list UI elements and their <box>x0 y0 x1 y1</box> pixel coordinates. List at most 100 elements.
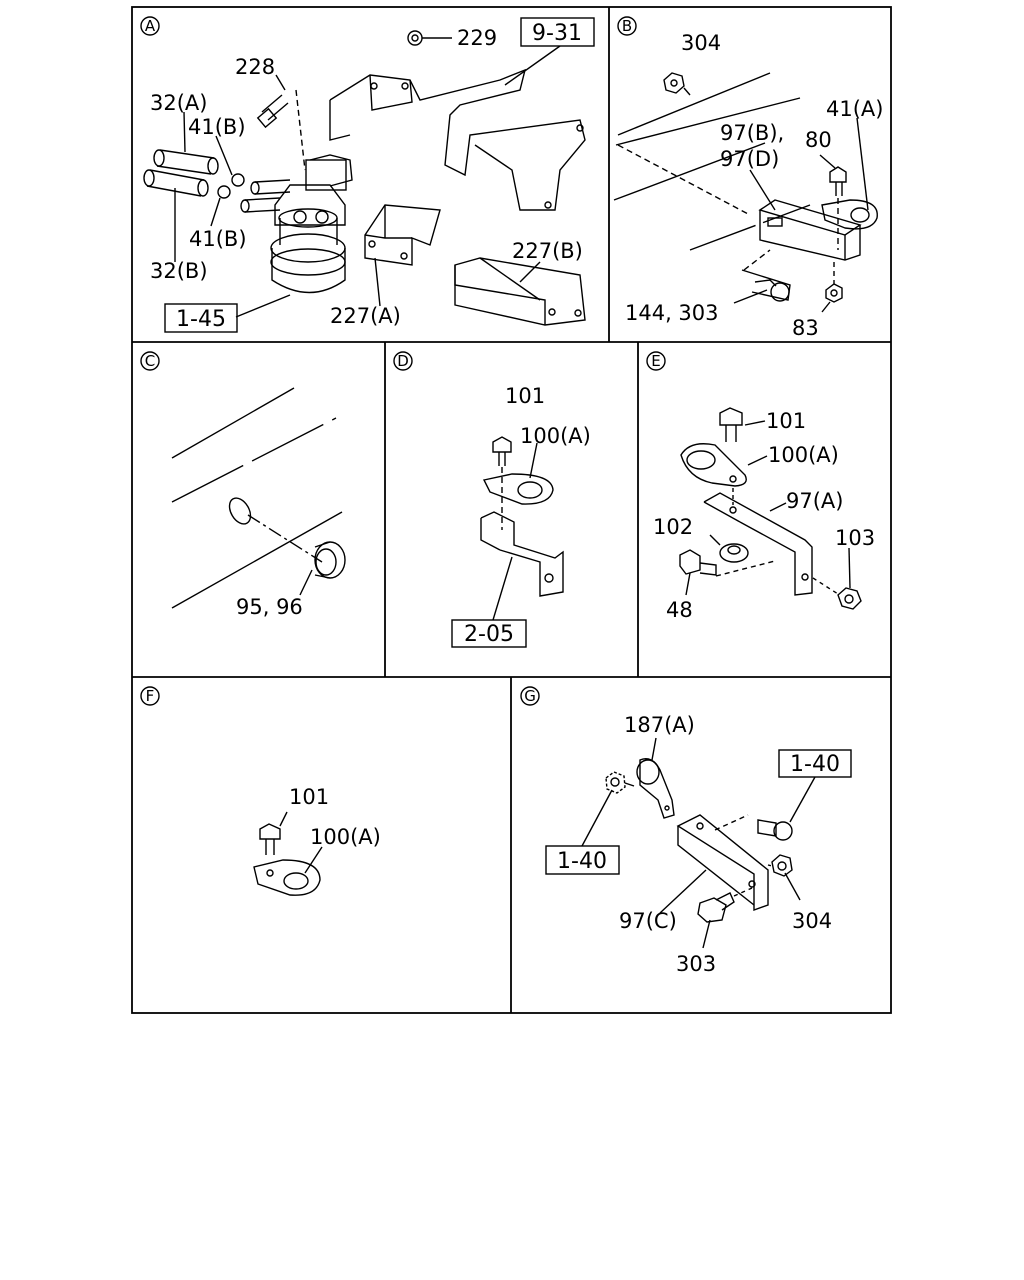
panel-b: 304 41(A) 97(B), 80 97(D) 144, 303 83 <box>613 31 883 340</box>
bracket-227b-drawing <box>454 257 586 326</box>
label-83: 83 <box>792 316 819 340</box>
bracket-drawing <box>309 68 586 211</box>
leader-100a-d <box>529 442 538 479</box>
panel-e: 101 100(A) 97(A) 102 103 48 <box>653 407 875 622</box>
bracket-97c-drawing <box>676 814 769 911</box>
ref-label-1-40-right: 1-40 <box>790 752 840 777</box>
svg-text:A: A <box>145 17 156 35</box>
label-100a-f: 100(A) <box>310 825 381 849</box>
panel-marker-a: A <box>140 16 160 36</box>
panel-marker-c: C <box>140 351 160 371</box>
label-97d: 97(D) <box>720 147 779 171</box>
clip-187a-drawing <box>636 758 675 819</box>
ref-label-9-31: 9-31 <box>532 21 582 46</box>
label-32a: 32(A) <box>150 91 207 115</box>
bracket-d-drawing <box>480 511 564 597</box>
label-32b: 32(B) <box>150 259 208 283</box>
leader-101-f <box>279 811 288 827</box>
bolt-48-drawing <box>679 549 776 577</box>
hose-drawing <box>143 149 245 199</box>
label-187a: 187(A) <box>624 713 695 737</box>
labels-b: 304 41(A) 97(B), 80 97(D) 144, 303 83 <box>625 31 883 340</box>
bolt-80-drawing <box>829 166 847 250</box>
bolt-101-f-drawing <box>259 823 281 855</box>
nut-left-g-drawing <box>605 771 635 794</box>
label-304-b: 304 <box>681 31 721 55</box>
label-101-d: 101 <box>505 384 545 408</box>
panel-a: 229 9-31 228 32(A) 41(B) 41(B) 32(B) 227… <box>143 17 595 333</box>
nut-103-drawing <box>812 577 862 610</box>
label-304-g: 304 <box>792 909 832 933</box>
svg-text:D: D <box>397 352 409 370</box>
svg-text:E: E <box>651 352 660 370</box>
bolt-144-drawing <box>741 249 791 302</box>
label-229: 229 <box>457 26 497 50</box>
label-41b-top: 41(B) <box>188 115 246 139</box>
label-144-303: 144, 303 <box>625 301 719 325</box>
labels-e: 101 100(A) 97(A) 102 103 48 <box>653 409 875 622</box>
label-97a: 97(A) <box>786 489 843 513</box>
labels-d: 101 100(A) 2-05 <box>451 384 591 648</box>
panel-g: 187(A) 1-40 1-40 97(C) 304 303 <box>545 713 852 976</box>
washer-102-drawing <box>719 543 749 563</box>
panel-d: 101 100(A) 2-05 <box>451 384 591 648</box>
bolt-101-e-drawing <box>719 407 743 442</box>
labels-g: 187(A) 1-40 1-40 97(C) 304 303 <box>545 713 852 976</box>
leader-lines-a <box>174 45 561 318</box>
fuel-filter-drawing <box>240 159 347 294</box>
svg-text:G: G <box>524 687 536 705</box>
bolt-303-drawing <box>697 887 753 923</box>
label-97b: 97(B), <box>720 121 784 145</box>
leader-95-96 <box>299 569 313 596</box>
bracket-97bd-drawing <box>758 199 862 261</box>
clip-100a-f-drawing <box>253 859 321 896</box>
clip-100a-d-drawing <box>482 473 554 505</box>
panel-marker-d: D <box>393 351 413 371</box>
diagram-frame <box>131 6 892 1014</box>
leader-2-05 <box>492 556 513 621</box>
label-41a: 41(A) <box>826 97 883 121</box>
ref-box-2-05 <box>451 619 527 648</box>
label-103: 103 <box>835 526 875 550</box>
ref-box-1-40-left <box>545 845 620 875</box>
svg-text:F: F <box>146 687 155 705</box>
ref-box-9-31 <box>520 17 595 47</box>
leader-100a-f <box>304 846 323 874</box>
panel-marker-g: G <box>520 686 540 706</box>
bracket-227a-drawing <box>364 204 441 266</box>
label-227b: 227(B) <box>512 239 583 263</box>
labels-f: 101 100(A) <box>289 785 381 849</box>
frame-rail-c <box>171 387 343 609</box>
ref-label-1-45: 1-45 <box>176 307 226 332</box>
label-100a-d: 100(A) <box>520 424 591 448</box>
label-101-e: 101 <box>766 409 806 433</box>
label-100a-e: 100(A) <box>768 443 839 467</box>
leader-lines-e <box>685 420 851 596</box>
label-95-96: 95, 96 <box>236 595 303 619</box>
label-101-f: 101 <box>289 785 329 809</box>
nut-304-g-drawing <box>767 854 793 877</box>
panel-f: 101 100(A) <box>253 785 381 896</box>
label-303: 303 <box>676 952 716 976</box>
labels-a: 229 9-31 228 32(A) 41(B) 41(B) 32(B) 227… <box>150 17 595 333</box>
svg-text:B: B <box>622 17 632 35</box>
panel-marker-f: F <box>140 686 160 706</box>
leader-lines-b <box>733 117 869 313</box>
bolt-228-drawing <box>256 89 306 171</box>
nut-83-drawing <box>825 262 843 303</box>
clip-100a-e-drawing <box>680 443 747 487</box>
ref-label-1-40-left: 1-40 <box>557 849 607 874</box>
grommet-drawing <box>228 497 346 579</box>
label-102: 102 <box>653 515 693 539</box>
nut-304-b-drawing <box>663 72 691 96</box>
label-228: 228 <box>235 55 275 79</box>
svg-text:C: C <box>145 352 155 370</box>
label-97c: 97(C) <box>619 909 677 933</box>
ref-box-1-40-right <box>778 749 852 778</box>
bolt-101-d-drawing <box>492 436 512 530</box>
panel-c: 95, 96 <box>171 387 346 619</box>
bolt-1-40-right-drawing <box>757 819 793 841</box>
label-41b-bottom: 41(B) <box>189 227 247 251</box>
panel-marker-b: B <box>617 16 637 36</box>
